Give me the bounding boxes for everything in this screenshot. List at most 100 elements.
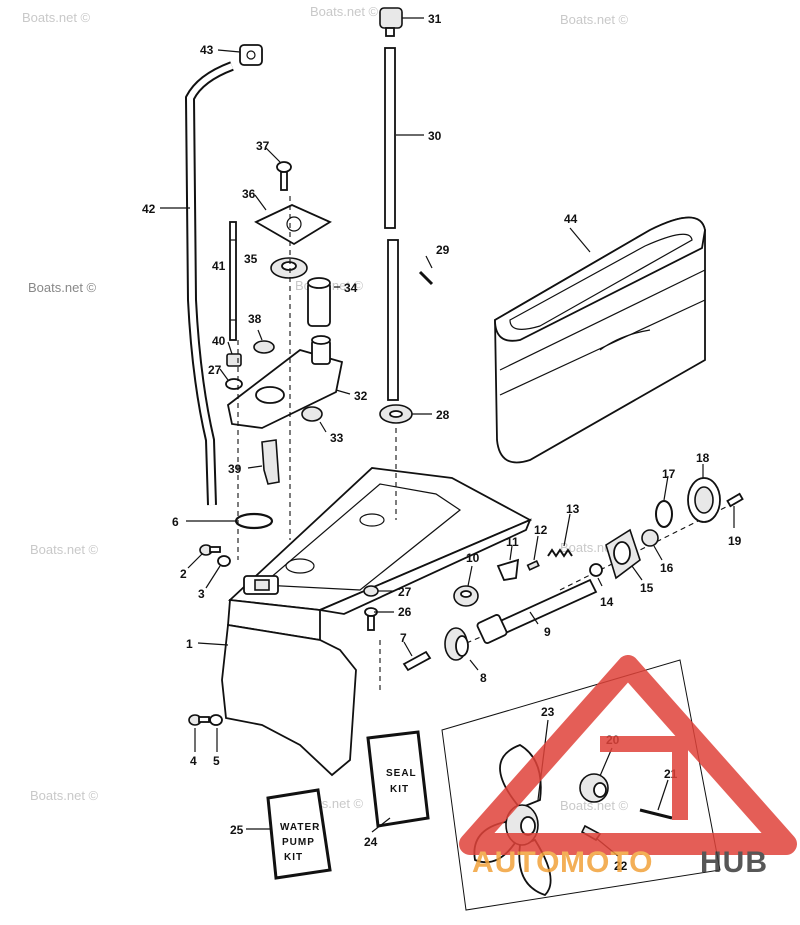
part-21-pin <box>639 808 673 820</box>
callout-11: 11 <box>506 535 519 549</box>
part-37-screw <box>276 161 292 191</box>
seal-kit-line-2: KIT <box>390 784 409 795</box>
part-30-shaft-upper <box>384 47 396 229</box>
part-38-seal <box>253 340 275 354</box>
part-17-oring <box>655 500 673 528</box>
callout-43: 43 <box>200 43 214 57</box>
callout-44: 44 <box>564 212 578 226</box>
callout-38: 38 <box>248 312 262 326</box>
part-8-gear <box>444 627 469 661</box>
watermark: Boats.net © <box>28 280 97 295</box>
water-pump-kit-line-2: PUMP <box>282 837 315 848</box>
callout-15: 15 <box>640 581 654 595</box>
leader-lines <box>160 17 735 857</box>
logo-triangle-icon <box>459 655 797 855</box>
watermark: Boats.net © <box>30 788 99 803</box>
part-15-gear <box>605 528 641 580</box>
callout-41: 41 <box>212 259 226 273</box>
callout-19: 19 <box>728 534 742 548</box>
callout-25: 25 <box>230 823 244 837</box>
part-39-block <box>261 439 280 485</box>
callout-8: 8 <box>480 671 487 685</box>
part-32-pump-base <box>227 335 344 429</box>
seal-kit-line-1: SEAL <box>386 768 417 779</box>
part-12-pin <box>526 560 540 571</box>
part-shaft-lower <box>387 239 399 401</box>
callout-18: 18 <box>696 451 710 465</box>
part-26-screw <box>364 607 378 631</box>
callout-32: 32 <box>354 389 368 403</box>
part-3-washer <box>217 555 231 567</box>
logo-text-auto: AUTO <box>472 846 560 879</box>
watermark: Boats.net © <box>560 12 629 27</box>
part-16-bearing <box>641 529 659 547</box>
callout-23: 23 <box>541 705 555 719</box>
callout-40: 40 <box>212 334 226 348</box>
part-20-nut <box>579 773 609 803</box>
callout-27-upper: 27 <box>208 363 222 377</box>
callout-7: 7 <box>400 631 407 645</box>
callout-28: 28 <box>436 408 450 422</box>
callout-1: 1 <box>186 637 193 651</box>
part-10-gear <box>453 585 479 607</box>
part-36-plate <box>254 204 332 246</box>
callout-29: 29 <box>436 243 450 257</box>
part-40-nut <box>226 353 242 367</box>
callout-22: 22 <box>614 859 628 873</box>
callout-36: 36 <box>242 187 256 201</box>
part-9-propshaft <box>476 578 598 644</box>
part-35-impeller <box>270 257 308 279</box>
part-11-clip <box>496 558 520 582</box>
callout-2: 2 <box>180 567 187 581</box>
watermark: Boats.net © <box>22 10 91 25</box>
part-25-water-pump-kit: WATER PUMP KIT <box>266 788 332 880</box>
watermark: Boats.net © <box>30 542 99 557</box>
water-pump-kit-line-1: WATER <box>280 822 320 833</box>
callout-9: 9 <box>544 625 551 639</box>
part-27-washer-lower <box>363 585 379 597</box>
callout-34: 34 <box>344 281 358 295</box>
callout-4: 4 <box>190 754 197 768</box>
callout-31: 31 <box>428 12 442 26</box>
part-31-cap <box>379 7 403 37</box>
callout-24: 24 <box>364 835 378 849</box>
watermark: Boats.net © <box>560 798 629 813</box>
callout-37: 37 <box>256 139 270 153</box>
part-6-oring <box>234 512 274 530</box>
callout-26: 26 <box>398 605 412 619</box>
callout-35: 35 <box>244 252 258 266</box>
part-4-screw <box>188 714 210 726</box>
part-43-grommet <box>239 44 263 66</box>
callout-10: 10 <box>466 551 480 565</box>
watermark: Boats.net © <box>310 4 379 19</box>
callout-33: 33 <box>330 431 344 445</box>
automotohub-logo: AUTO MOTO HUB <box>459 655 797 879</box>
callout-27-lower: 27 <box>398 585 412 599</box>
part-44-cover <box>494 216 706 464</box>
logo-text-hub: HUB <box>700 846 768 879</box>
part-19-screw <box>726 492 744 508</box>
callouts: 1 2 3 4 5 6 7 8 9 10 11 12 13 14 15 16 1… <box>142 12 742 873</box>
part-41-stud <box>229 221 237 341</box>
part-18-carrier <box>687 477 721 523</box>
part-14-washer <box>589 563 603 577</box>
callout-3: 3 <box>198 587 205 601</box>
part-33-plug <box>301 406 323 422</box>
part-7-key <box>402 650 432 672</box>
callout-42: 42 <box>142 202 156 216</box>
callout-14: 14 <box>600 595 614 609</box>
part-29-pin <box>418 270 434 286</box>
callout-16: 16 <box>660 561 674 575</box>
part-2-screw <box>199 544 221 556</box>
water-pump-kit-line-3: KIT <box>284 852 303 863</box>
part-13-spring <box>547 548 573 558</box>
callout-12: 12 <box>534 523 548 537</box>
callout-13: 13 <box>566 502 580 516</box>
callout-39: 39 <box>228 462 242 476</box>
part-28-bearing <box>379 404 413 424</box>
callout-5: 5 <box>213 754 220 768</box>
part-24-seal-kit: SEAL KIT <box>366 730 430 828</box>
part-5-washer <box>209 714 223 726</box>
callout-17: 17 <box>662 467 676 481</box>
